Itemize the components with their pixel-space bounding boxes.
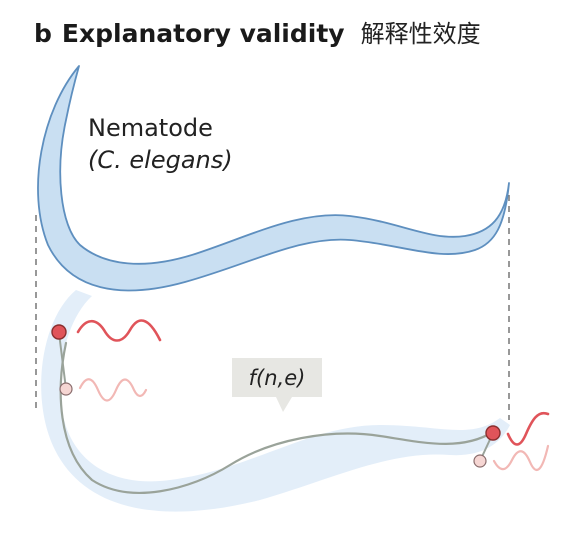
nematode-body	[37, 65, 510, 292]
right-active-neuron	[485, 425, 501, 441]
model-worm-midline	[59, 341, 495, 494]
left-strong-wave	[76, 319, 162, 342]
panel-title: Explanatory validity	[61, 19, 345, 48]
right-strong-wave	[506, 411, 550, 446]
function-callout-box	[232, 358, 322, 412]
organism-name: Nematode	[88, 114, 213, 142]
panel-header: b Explanatory validity 解释性效度	[34, 14, 481, 49]
function-label: f(n,e)	[249, 366, 306, 390]
left-connector	[58, 332, 67, 390]
left-faint-wave	[78, 378, 148, 402]
organism-species: (C. elegans)	[88, 146, 233, 174]
left-active-neuron	[51, 324, 67, 340]
model-worm-shadow	[41, 290, 510, 512]
left-inactive-neuron	[59, 382, 73, 396]
right-faint-wave	[492, 444, 550, 472]
right-inactive-neuron	[473, 454, 487, 468]
panel-title-chinese: 解释性效度	[360, 20, 481, 48]
panel-letter: b	[34, 19, 52, 48]
